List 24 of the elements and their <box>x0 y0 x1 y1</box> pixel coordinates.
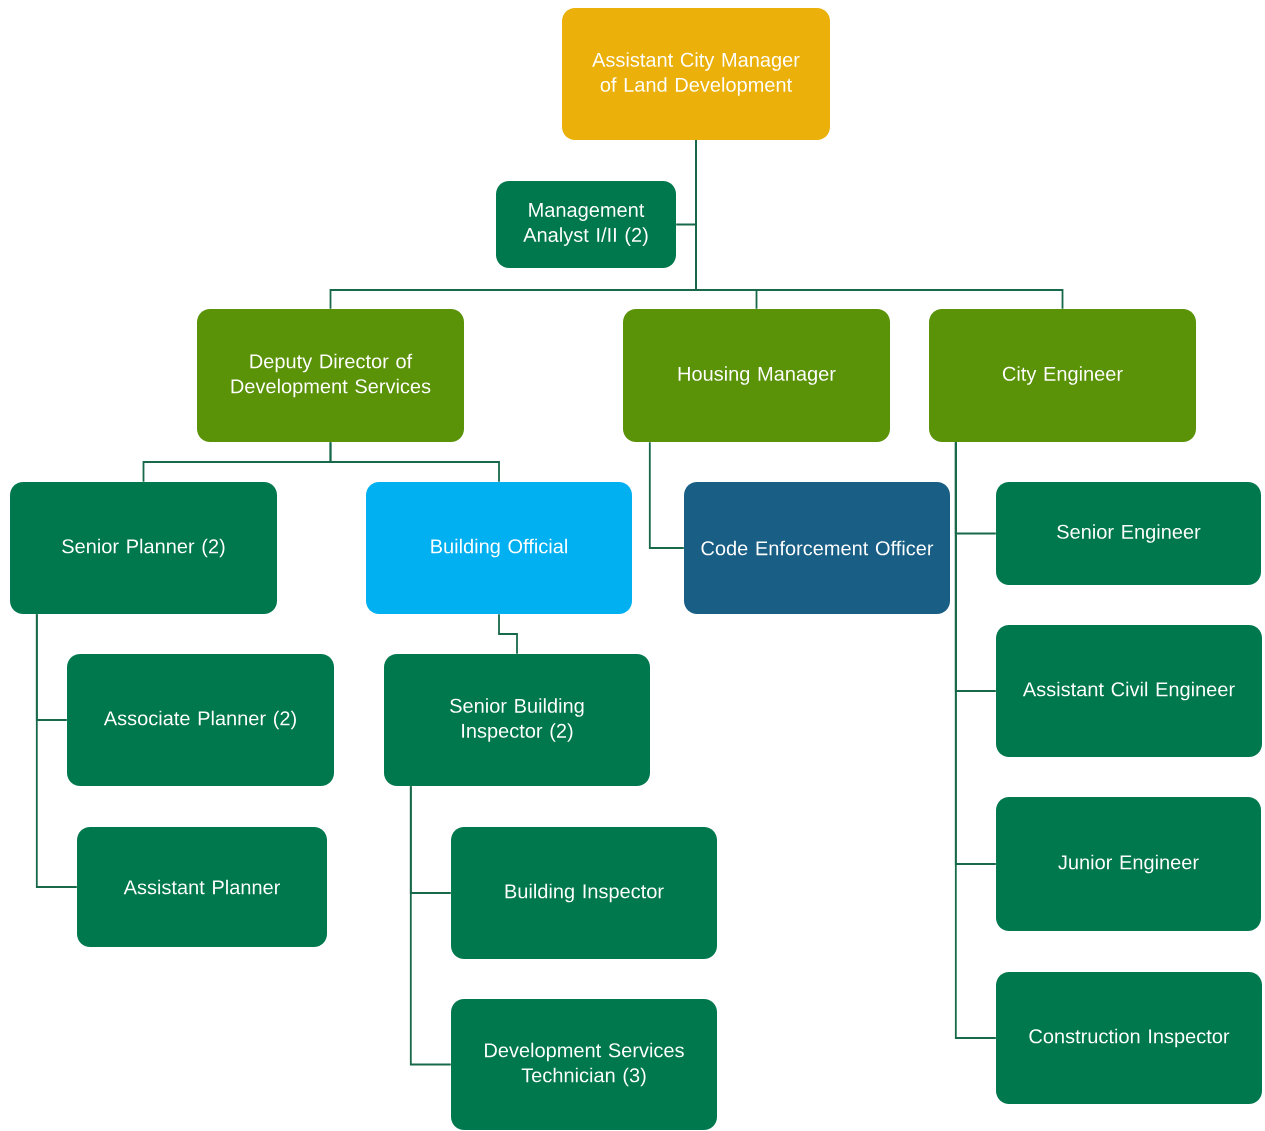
org-box: Assistant City Manager of Land Development <box>562 8 830 140</box>
org-box: Assistant Civil Engineer <box>996 625 1262 757</box>
org-box: Senior Building Inspector (2) <box>384 654 650 786</box>
org-box: Building Official <box>366 482 632 614</box>
org-box: Senior Planner (2) <box>10 482 277 614</box>
org-box: Management Analyst I/II (2) <box>496 181 676 268</box>
org-box: Housing Manager <box>623 309 890 442</box>
org-box: Deputy Director of Development Services <box>197 309 464 442</box>
connector-line <box>329 441 500 483</box>
org-box: Junior Engineer <box>996 797 1261 931</box>
org-box: Building Inspector <box>451 827 717 959</box>
connector-line <box>695 139 1064 310</box>
org-box: Code Enforcement Officer <box>684 482 950 614</box>
org-box: Construction Inspector <box>996 972 1262 1104</box>
connector-line <box>35 613 78 888</box>
connector-line <box>648 441 685 549</box>
org-box: Senior Engineer <box>996 482 1261 585</box>
connector-line <box>954 441 997 1039</box>
connector-line <box>409 785 452 1066</box>
org-box: City Engineer <box>929 309 1196 442</box>
connector-line <box>498 613 518 655</box>
org-box: Associate Planner (2) <box>67 654 334 786</box>
org-box: Assistant Planner <box>77 827 327 947</box>
org-box: Development Services Technician (3) <box>451 999 717 1130</box>
